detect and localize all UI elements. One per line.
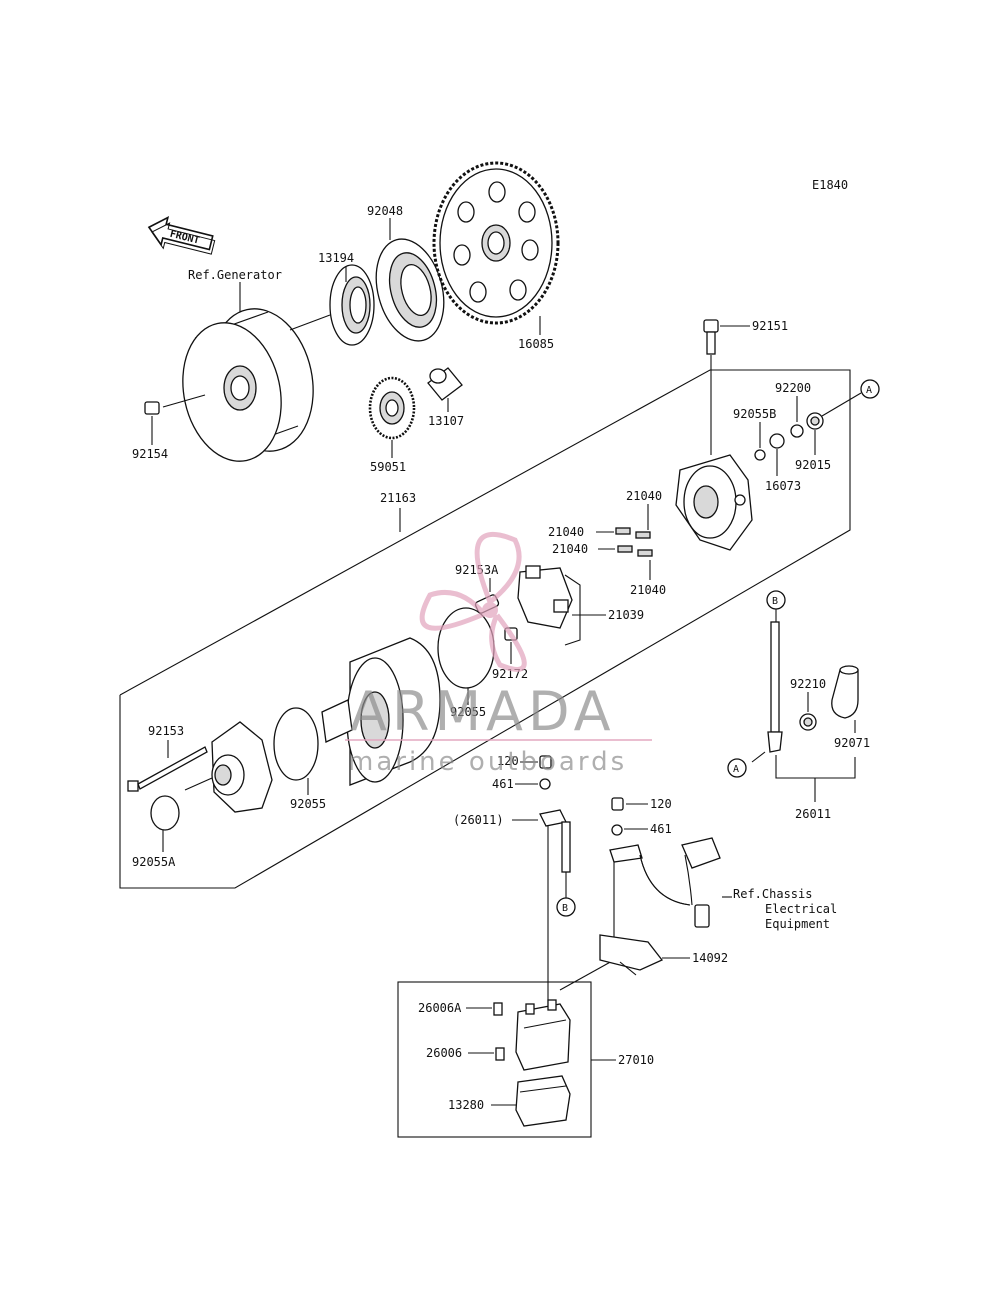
part-label-16073: 16073 [765,479,801,493]
part-label-461: 461 [492,777,514,791]
starter-relay-27010 [515,999,571,1071]
svg-text:marine outboards: marine outboards [348,747,627,777]
part-label-21040: 21040 [626,489,662,503]
bolt-92154 [144,401,160,415]
part-label-26006A: 26006A [418,1001,462,1015]
svg-text:B: B [772,596,778,607]
part-label-21040: 21040 [548,525,584,539]
connector-a-top: A [860,379,880,399]
part-label-92151: 92151 [752,319,788,333]
part-label-59051: 59051 [370,460,406,474]
connector-b-top: B [766,590,786,610]
starter-motor-assembly-outline [119,369,851,889]
part-label-92055B: 92055B [733,407,776,421]
nut-92210 [799,713,817,731]
part-label-92210: 92210 [790,677,826,691]
end-cover [675,454,753,551]
part-label-92154: 92154 [132,447,168,461]
svg-text:Ref.Chassis: Ref.Chassis [733,887,812,901]
svg-text:A: A [866,385,872,396]
part-label-13280: 13280 [448,1098,484,1112]
svg-text:A: A [733,764,739,775]
brush-holder-21039 [517,565,573,629]
part-label-21039: 21039 [608,608,644,622]
part-label-92055: 92055 [290,797,326,811]
connector-b-mid: B [556,897,576,917]
armada-watermark: ARMADA marine outboards [345,532,652,777]
spring-set-21040 [615,527,653,557]
propeller-logo-icon [419,532,527,672]
part-label-21040: 21040 [552,542,588,556]
part-label-26011: (26011) [453,813,504,827]
motor-yoke [321,637,441,786]
part-label-26011: 26011 [795,807,831,821]
part-label-120: 120 [650,797,672,811]
part-label-92071: 92071 [834,736,870,750]
one-way-clutch-13194 [329,264,375,346]
svg-text:ARMADA: ARMADA [350,680,616,743]
cable-26011-ref [539,809,571,873]
part-label-92153: 92153 [148,724,184,738]
front-arrow-icon: FRONT [147,216,216,255]
cover-92071 [831,665,859,719]
diagram-code: E1840 [812,178,848,192]
part-label-92055: 92055 [450,705,486,719]
generator-rotor [182,308,314,462]
shaft-13107 [427,367,463,401]
relay-cover-14092 [599,934,664,976]
bolt-92153 [127,746,208,792]
part-label-13194: 13194 [318,251,354,265]
part-label-120: 120 [497,754,519,768]
part-label-92200: 92200 [775,381,811,395]
part-label-92048: 92048 [367,204,403,218]
cable-26011 [767,621,783,753]
front-cover [211,721,273,813]
part-label-14092: 14092 [692,951,728,965]
part-label-27010: 27010 [618,1053,654,1067]
wire-harness [609,837,721,928]
part-label-26006: 26006 [426,1046,462,1060]
part-label-21040: 21040 [630,583,666,597]
part-label-21163: 21163 [380,491,416,505]
svg-text:B: B [562,903,568,914]
part-label-461: 461 [650,822,672,836]
idle-gear-59051 [368,376,416,440]
starter-gear-16085 [432,161,560,325]
part-label-13107: 13107 [428,414,464,428]
part-label-92015: 92015 [795,458,831,472]
connector-a-bottom: A [727,758,747,778]
part-label-92055A: 92055A [132,855,176,869]
ref-generator-label: Ref.Generator [188,268,282,282]
svg-text:Electrical: Electrical [765,902,837,916]
part-label-16085: 16085 [518,337,554,351]
relay-case-13280 [515,1075,571,1127]
svg-text:Equipment: Equipment [765,917,830,931]
clutch-housing-92048 [375,238,445,342]
bolt-92151 [703,319,719,355]
